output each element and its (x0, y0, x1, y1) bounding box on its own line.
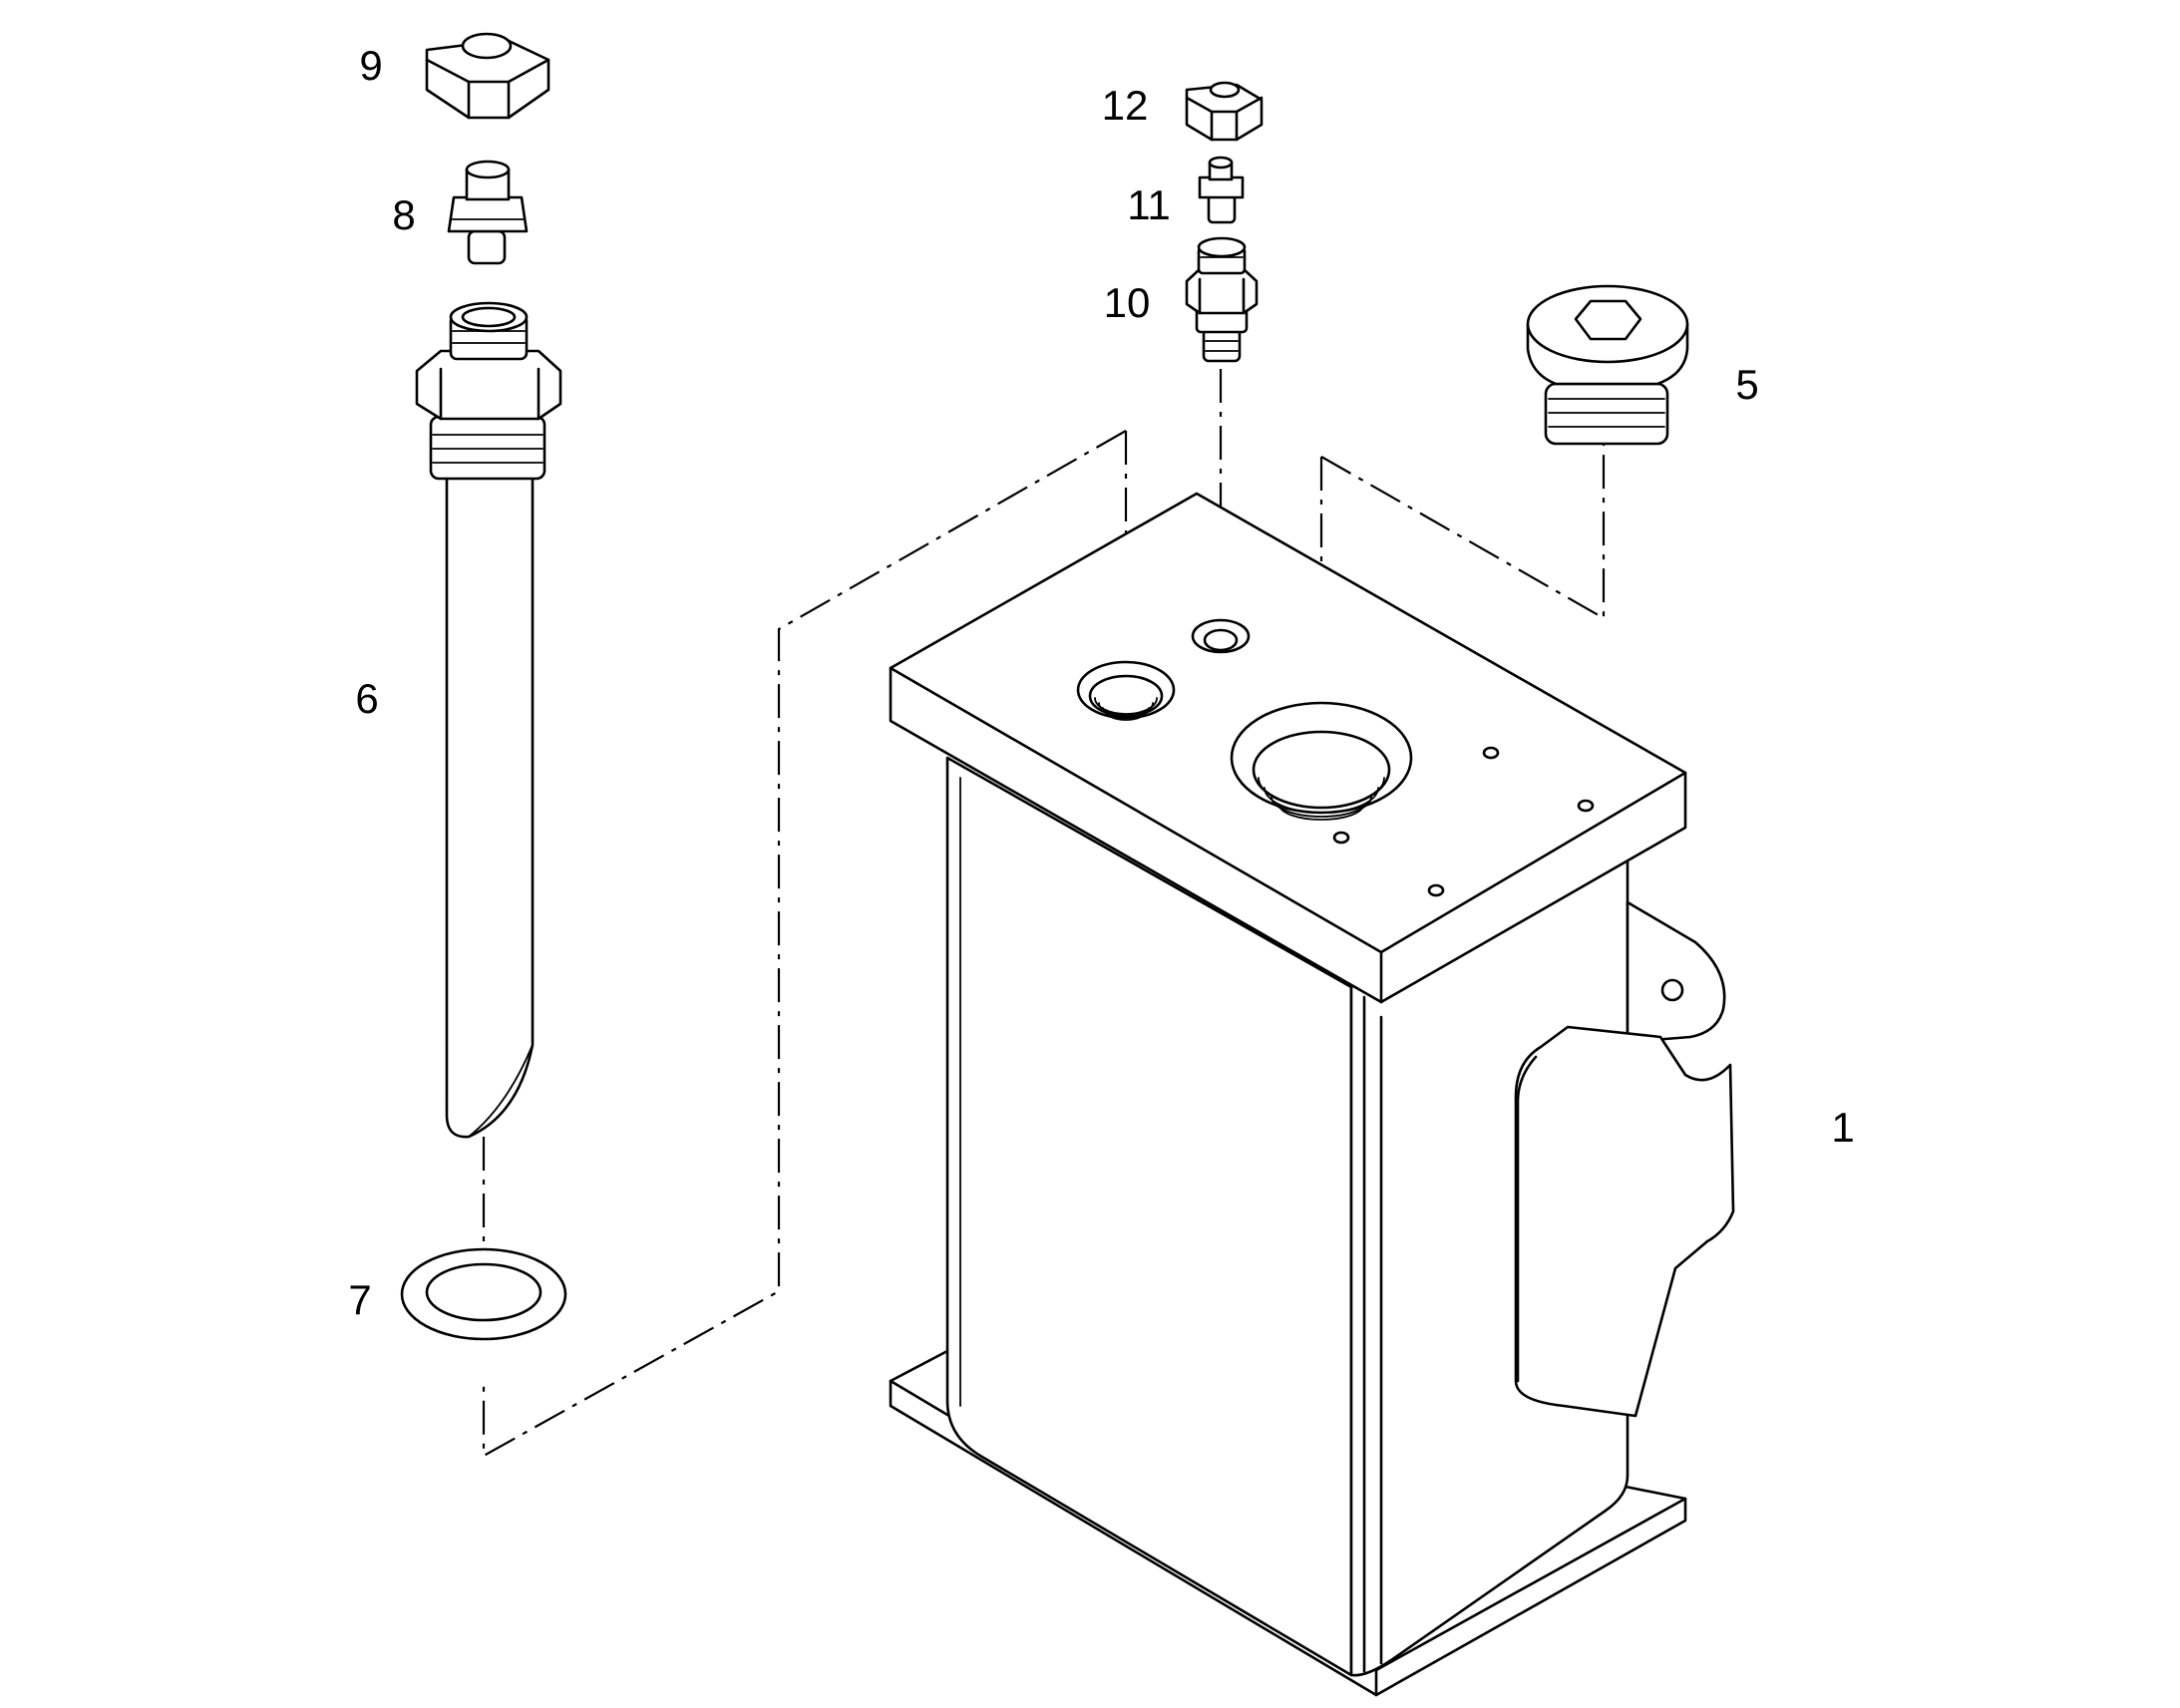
callout-8: 8 (392, 191, 415, 238)
callout-11: 11 (1127, 181, 1171, 228)
callout-12: 12 (1102, 82, 1149, 129)
part-9-cap-nut (425, 32, 550, 120)
part-8-stud (447, 160, 529, 265)
part-5-plug (1526, 284, 1689, 446)
callout-6: 6 (355, 675, 378, 722)
callout-1: 1 (1831, 1104, 1854, 1151)
part-6-filler-tube (415, 301, 562, 1139)
callout-5: 5 (1735, 361, 1758, 408)
part-11-pin (1198, 156, 1245, 224)
part-10-fitting (1185, 236, 1259, 363)
part-12-nut (1185, 81, 1264, 142)
part-7-washer (400, 1247, 567, 1341)
callout-10: 10 (1104, 279, 1151, 326)
callout-7: 7 (348, 1276, 371, 1323)
callout-labels: 1 5 6 7 8 9 10 11 12 (348, 42, 1854, 1323)
part-1-tank (889, 492, 1735, 1697)
callout-9: 9 (359, 42, 382, 89)
